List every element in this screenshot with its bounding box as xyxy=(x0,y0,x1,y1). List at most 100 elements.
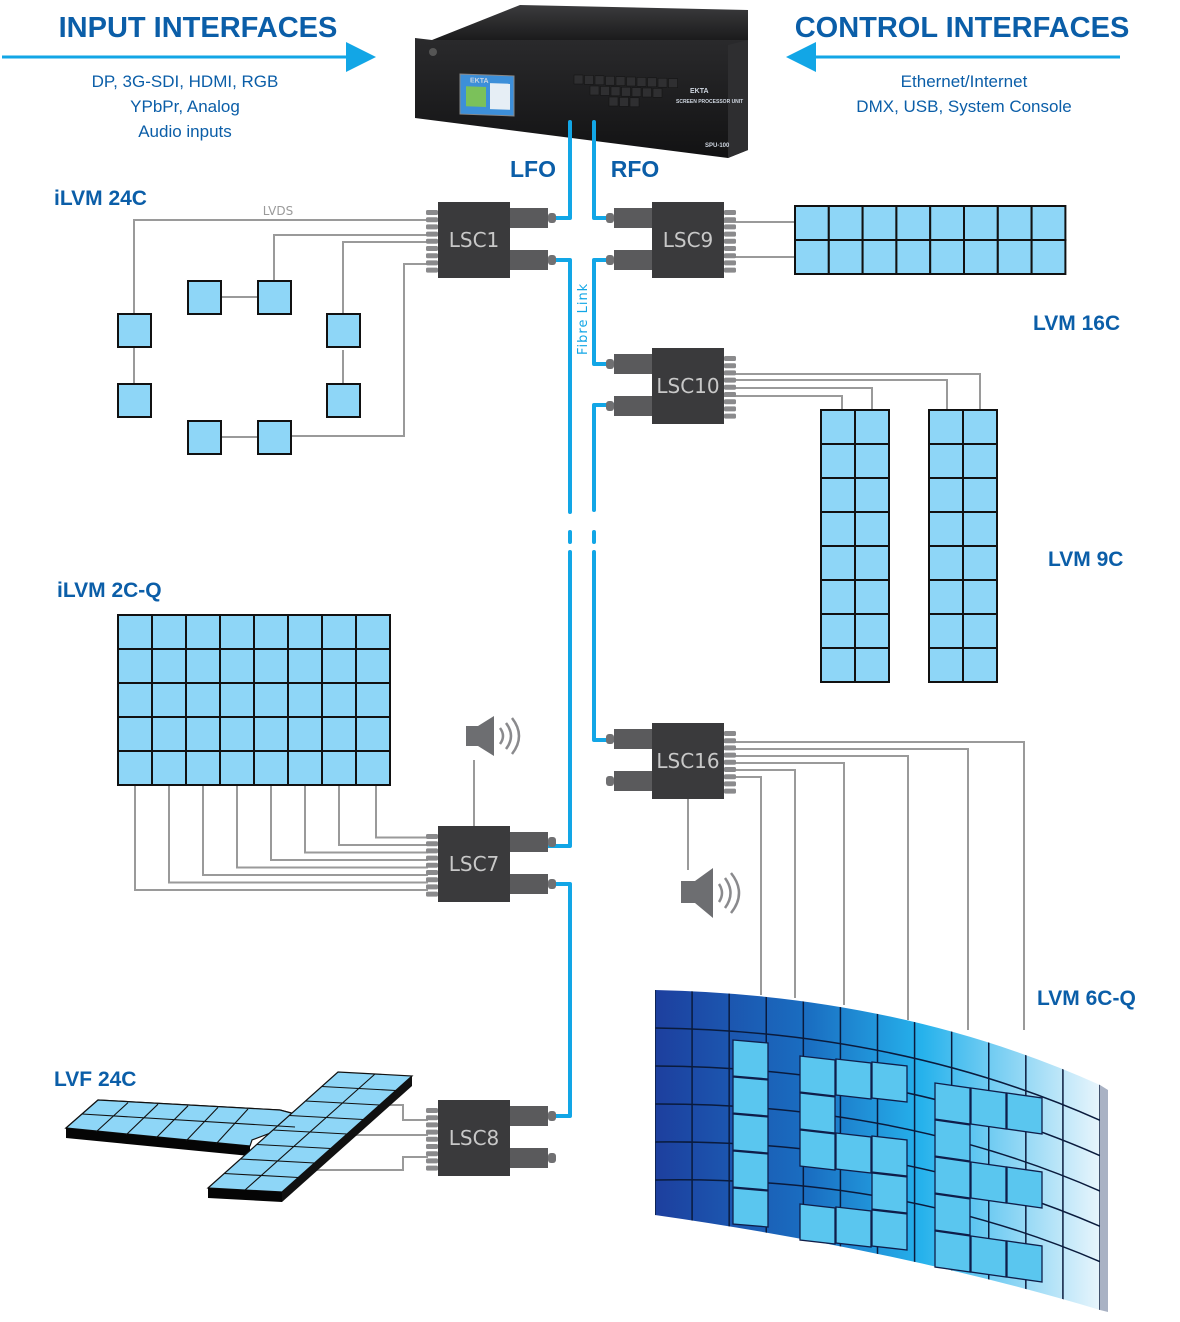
fibre-connector-tip xyxy=(606,776,614,786)
display-tile xyxy=(151,750,187,786)
fibre-connector xyxy=(614,354,652,374)
controller-lsc8: LSC8 xyxy=(426,1100,556,1176)
display-tile xyxy=(187,420,222,455)
controller-lsc10: LSC10 xyxy=(606,348,736,424)
lvds-port xyxy=(426,855,438,861)
wire xyxy=(722,379,948,410)
display-tile xyxy=(962,511,998,547)
letter-tile xyxy=(871,1209,908,1251)
fibre-connector-tip xyxy=(606,734,614,744)
display-tile xyxy=(929,239,966,275)
right-fibre-trunk xyxy=(592,403,616,512)
lvds-port xyxy=(724,260,736,266)
controller-body xyxy=(438,202,510,278)
fibre-connector xyxy=(510,208,548,228)
device-top xyxy=(432,5,748,40)
display-tile xyxy=(895,205,932,241)
letter-tile xyxy=(835,1206,872,1248)
display-tile xyxy=(854,409,890,445)
letter-tile xyxy=(970,1161,1007,1204)
display-tile xyxy=(219,716,255,752)
lvds-port xyxy=(724,731,736,736)
lsc7-lsc8-fibre xyxy=(546,882,572,1118)
lvds-port xyxy=(426,238,438,244)
speaker-icon-lsc7 xyxy=(466,716,521,756)
display-tile xyxy=(355,682,391,718)
power-button-icon xyxy=(429,48,437,56)
display-tile xyxy=(287,716,323,752)
display-tile xyxy=(185,716,221,752)
display-tile xyxy=(861,205,898,241)
wire xyxy=(722,755,909,1020)
lsc9-lsc10-fibre xyxy=(592,258,616,366)
letter-tile xyxy=(970,1087,1007,1130)
device-key xyxy=(652,88,663,98)
display-tile xyxy=(820,647,856,683)
letter-tile xyxy=(732,1076,769,1117)
display-tile xyxy=(117,682,153,718)
control-line-1: Ethernet/Internet xyxy=(901,72,1028,91)
device-key xyxy=(647,77,657,88)
display-tile xyxy=(117,383,152,418)
lvf-stem-edge-front xyxy=(208,1188,282,1202)
lvds-port xyxy=(426,848,438,854)
fibre-connector xyxy=(510,1148,548,1168)
controller-lsc9: LSC9 xyxy=(606,202,736,278)
letter-tile xyxy=(871,1172,908,1214)
controller-label: LSC8 xyxy=(449,1126,500,1150)
grid-line xyxy=(215,1108,249,1145)
lvds-port xyxy=(724,217,736,223)
controller-label: LSC9 xyxy=(663,228,714,252)
left-fibre-trunk xyxy=(546,258,572,514)
letter-tile xyxy=(799,1203,836,1245)
lvds-port xyxy=(724,752,736,758)
display-tile xyxy=(895,239,932,275)
display-tile xyxy=(962,545,998,581)
display-tile xyxy=(185,682,221,718)
lvds-port xyxy=(426,1144,438,1149)
letter-tile xyxy=(799,1055,836,1097)
lvds-port xyxy=(724,224,736,230)
lsc7-fibre-in xyxy=(546,550,572,848)
fibre-link-label: Fibre Link xyxy=(576,283,591,355)
controller-lsc1: LSC1 xyxy=(426,202,556,278)
letter-tile xyxy=(1006,1240,1043,1283)
lsc16-fibre-in xyxy=(592,550,616,742)
display-tile xyxy=(963,205,999,241)
lvds-port xyxy=(426,246,438,251)
display-tile xyxy=(794,239,830,275)
display-tile xyxy=(962,443,998,479)
display-tile xyxy=(929,205,966,241)
controller-label: LSC16 xyxy=(656,749,719,773)
display-tile xyxy=(827,239,864,275)
display-tile xyxy=(962,477,998,513)
grid-line xyxy=(655,1027,1100,1122)
display-tile xyxy=(151,648,187,684)
lvds-port xyxy=(724,788,736,794)
display-tile xyxy=(326,383,361,418)
display-tile xyxy=(820,579,856,615)
letter-tile xyxy=(799,1129,836,1171)
display-tile xyxy=(185,750,221,786)
lvds-port xyxy=(724,759,736,765)
lvds-port xyxy=(724,363,736,369)
input-line-1: DP, 3G-SDI, HDMI, RGB xyxy=(92,72,279,91)
wire xyxy=(722,762,845,1005)
fibre-connector-tip xyxy=(606,401,614,411)
rfo-label: RFO xyxy=(611,156,660,182)
lvds-port xyxy=(426,1158,438,1164)
controller-lsc7: LSC7 xyxy=(426,826,556,902)
wire xyxy=(168,785,428,884)
letter-tile xyxy=(835,1058,872,1100)
fibre-connector-tip xyxy=(606,359,614,369)
lvds-port xyxy=(724,413,736,419)
display-tile xyxy=(827,205,864,241)
lvds-port xyxy=(724,231,736,237)
display-tile xyxy=(962,613,998,649)
wire xyxy=(134,785,428,891)
lvf-24c-display xyxy=(64,1071,414,1202)
display-tile xyxy=(117,313,152,348)
touchscreen-brand: EKTA xyxy=(470,77,489,85)
display-tile xyxy=(854,511,890,547)
fibre-break-dash xyxy=(568,530,596,544)
